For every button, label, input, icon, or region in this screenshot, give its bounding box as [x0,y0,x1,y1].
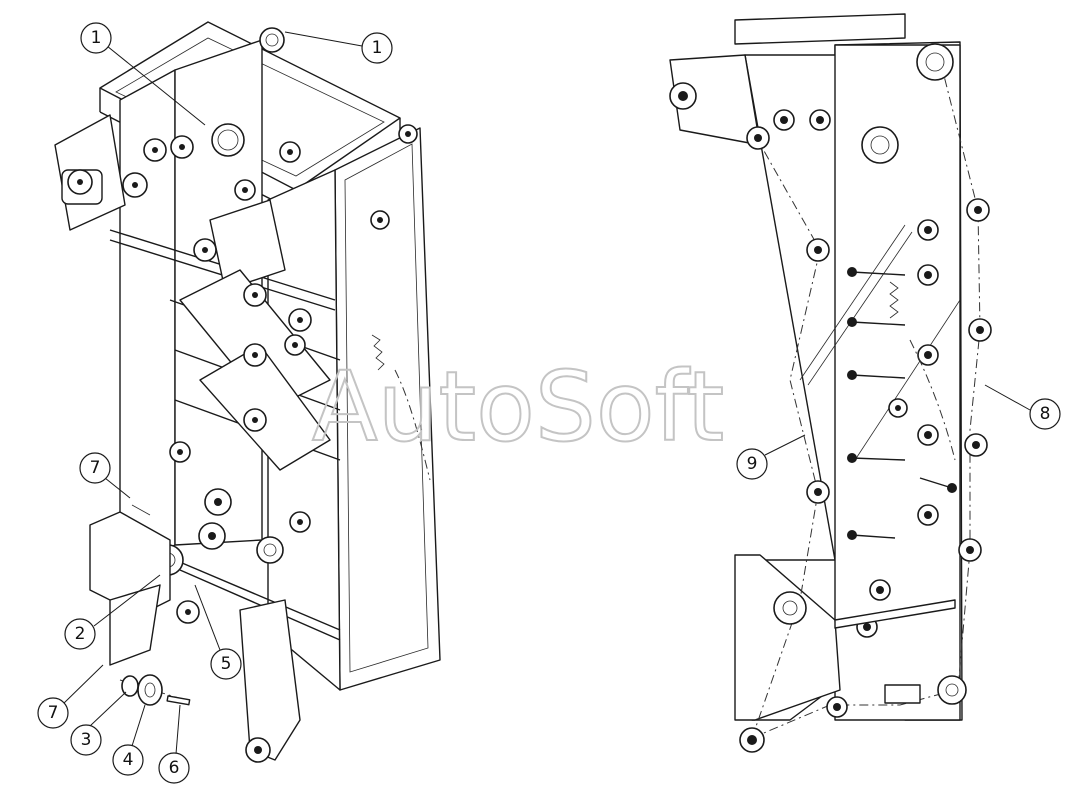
chain-left [394,369,431,481]
callout-7-lower: 7 [37,664,104,729]
callout-label: 6 [169,758,180,778]
lower-right-bracket [239,599,301,761]
callout-1-right: 1 [284,31,393,64]
left-isometric-view [54,21,441,763]
callout-label: 9 [747,454,758,474]
roller-set-left [67,124,418,624]
callout-3: 3 [70,691,127,756]
sprocket-bottom-left [773,591,807,625]
sprocket-mid [861,126,899,164]
callout-7-upper: 7 [79,452,131,499]
right-side-view [669,13,992,753]
callout-4: 4 [112,704,146,776]
callout-9: 9 [736,434,806,480]
exploded-roller [137,674,163,706]
sprocket-top-right [259,27,285,53]
callout-8: 8 [984,384,1061,430]
tensioner-arms [847,267,957,540]
callout-1-left: 1 [80,22,206,126]
callout-label: 8 [1040,404,1051,424]
callout-label: 7 [48,703,59,723]
callout-label: 1 [372,38,383,58]
callout-2: 2 [64,574,161,650]
callout-label: 2 [75,624,86,644]
spring-right [889,281,899,319]
sprocket-bottom-right [937,675,967,705]
callout-label: 7 [90,458,101,478]
top-mount-bracket [734,13,906,45]
watermark: AutoSoft [312,351,724,463]
spring-left [371,334,385,371]
callout-label: 5 [221,654,232,674]
lower-left-plate [734,554,841,721]
sprocket-top [916,43,954,81]
belt-path-right [939,59,981,691]
callout-label: 1 [91,28,102,48]
exploded-pin [166,695,191,706]
roller-set-right [669,82,992,753]
sprocket-top-left [211,123,245,157]
callout-label: 4 [123,750,134,770]
chain-right [909,339,956,461]
diagonal-guide [799,224,906,381]
callout-6: 6 [158,704,190,784]
callout-label: 3 [81,730,92,750]
callout-5: 5 [194,584,242,680]
